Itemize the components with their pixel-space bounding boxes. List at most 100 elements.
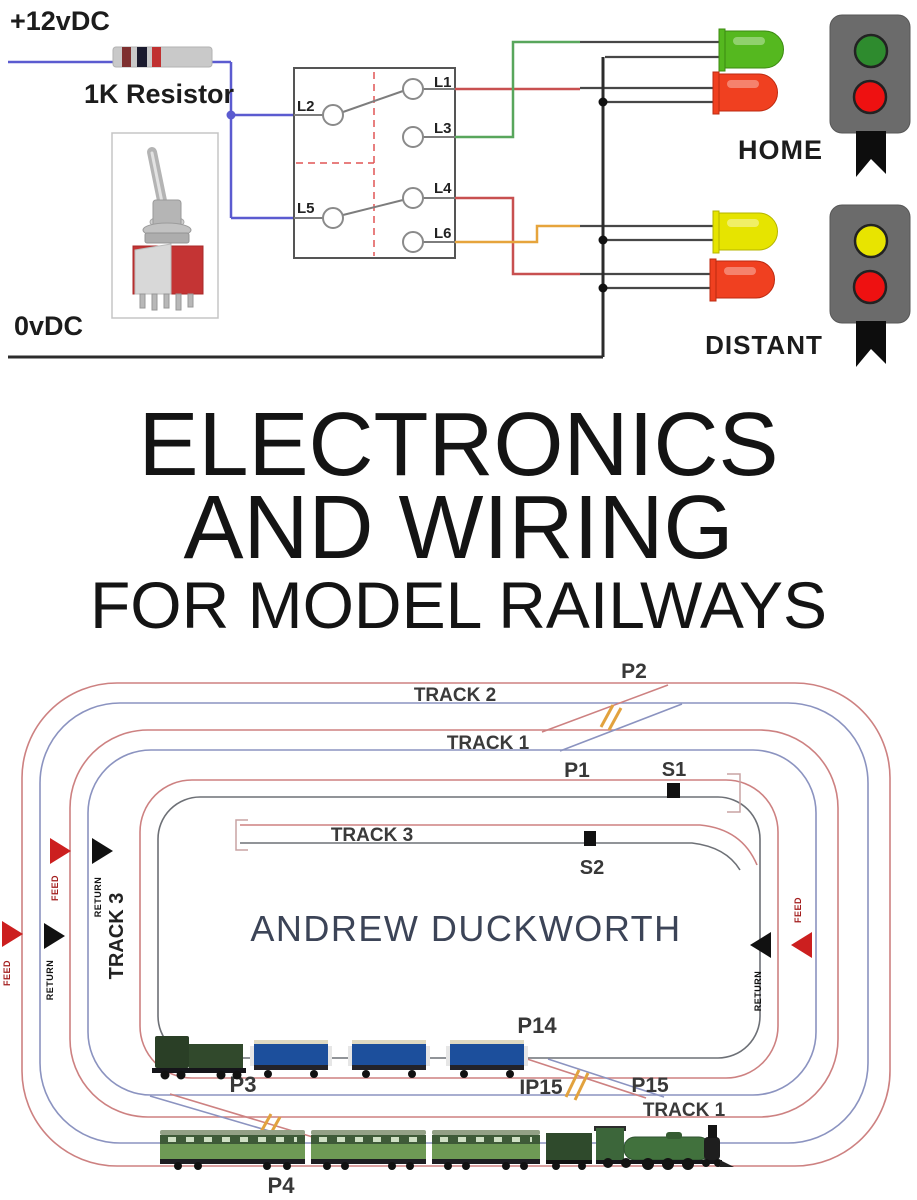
train-passenger <box>160 1125 734 1170</box>
terminal-label-l2: L2 <box>297 98 315 115</box>
crossover-ip15 <box>523 1057 665 1101</box>
common-return-bus <box>8 57 605 359</box>
toggle-switch-photo <box>111 132 219 319</box>
resistor-graphic <box>112 46 213 68</box>
distant-signal-ribbon <box>856 321 886 367</box>
distant-signal-label: DISTANT <box>705 330 823 360</box>
s1-label: S1 <box>662 759 686 781</box>
terminal-label-l5: L5 <box>297 200 315 217</box>
wire-l6-orange <box>455 224 580 244</box>
s1-switch-marker <box>667 783 680 798</box>
feed-label-left-edge: FEED <box>2 960 12 986</box>
track3-loop-inner-rail <box>157 796 761 1059</box>
distant-red-lamp <box>852 269 888 305</box>
steam-loco <box>594 1125 734 1170</box>
title-line-1: ELECTRONICS <box>138 395 779 495</box>
coach <box>311 1130 426 1170</box>
home-signal-label: HOME <box>738 135 823 165</box>
feed-arrow-left-edge <box>2 921 23 947</box>
supply-voltage-label: +12vDC <box>10 6 110 36</box>
return-arrow-left-edge <box>44 923 65 949</box>
resistor-label: 1K Resistor <box>84 79 235 109</box>
diesel-loco-wheels <box>160 1070 242 1080</box>
led-yellow-distant <box>712 210 778 254</box>
p1-label: P1 <box>564 759 590 782</box>
blue-wagons <box>250 1040 528 1078</box>
blue-supply-wire <box>8 60 294 220</box>
track3-siding-label: TRACK 3 <box>331 825 413 846</box>
diesel-loco-chassis <box>152 1068 246 1073</box>
s2-label: S2 <box>580 857 604 879</box>
feed-label-left-outer: FEED <box>50 875 60 901</box>
diesel-loco-hood <box>189 1044 243 1068</box>
blue-junction-dot <box>226 110 236 120</box>
title-line-2: AND WIRING <box>183 478 734 578</box>
title-line-3: FOR MODEL RAILWAYS <box>89 568 828 642</box>
return-arrow-right <box>750 932 771 958</box>
track3-siding-buffer <box>235 819 248 851</box>
ip15-label: IP15 <box>519 1076 563 1099</box>
return-label-right: RETURN <box>753 971 763 1012</box>
p14-label: P14 <box>517 1013 557 1038</box>
home-red-lamp <box>852 79 888 115</box>
track1-loop-inner-rail <box>87 749 817 1096</box>
switch-nut <box>144 232 190 244</box>
diesel-loco-cab <box>155 1036 189 1068</box>
wiring-diagram <box>8 14 911 367</box>
home-green-lamp <box>853 33 889 69</box>
p2-label: P2 <box>621 660 647 683</box>
signal-head-home <box>829 14 911 177</box>
loco-front-buffer <box>720 1160 734 1167</box>
tender <box>546 1133 592 1170</box>
feed-label-right: FEED <box>793 897 803 923</box>
led-red-distant <box>709 258 775 302</box>
track1-bottom-label: TRACK 1 <box>643 1100 726 1121</box>
switch-terminal-circles <box>322 78 424 253</box>
wagon <box>446 1040 528 1078</box>
ground-voltage-label: 0vDC <box>14 311 84 341</box>
resistor-band-red <box>152 47 161 67</box>
insulated-joint-marks-p2 <box>599 704 623 731</box>
insulated-joint-marks-ip15 <box>564 1069 590 1101</box>
crossover-p2 <box>541 684 683 752</box>
return-label-left-edge: RETURN <box>45 960 55 1001</box>
terminal-label-l1: L1 <box>434 74 452 91</box>
switch-contact-wires <box>294 88 455 243</box>
wire-l3-green <box>455 40 580 139</box>
track3-siding-rail-b <box>240 842 741 871</box>
terminal-label-l6: L6 <box>434 225 452 242</box>
coach <box>432 1130 540 1170</box>
feed-arrow-left-outer <box>50 838 71 864</box>
terminal-label-l3: L3 <box>434 120 452 137</box>
terminal-label-l4: L4 <box>434 180 452 197</box>
track2-loop-inner-rail <box>39 702 869 1144</box>
track3-siding-rail-a <box>240 824 758 866</box>
author-name: ANDREW DUCKWORTH <box>250 908 681 949</box>
wagon <box>348 1040 430 1078</box>
switch-box-dashed-dividers <box>296 72 375 256</box>
switch-schematic-box <box>293 67 456 259</box>
track3-loop-outer-rail <box>139 779 779 1079</box>
track-plan: FEED RETURN FEED RETURN RETURN FEED TRAC… <box>2 660 891 1198</box>
p4-label: P4 <box>268 1173 296 1198</box>
track2-loop-outer-rail <box>21 682 891 1167</box>
track3-side-label: TRACK 3 <box>106 893 128 980</box>
track1-loop-outer-rail <box>69 729 839 1118</box>
distant-yellow-lamp <box>853 223 889 259</box>
led-red-home <box>712 71 778 115</box>
signal-head-distant <box>829 204 911 367</box>
feed-arrow-right <box>791 932 812 958</box>
p1-siding-buffer <box>727 773 741 813</box>
resistor-band-black <box>137 47 147 67</box>
wagon <box>250 1040 332 1078</box>
p15-label: P15 <box>631 1074 669 1097</box>
return-label-left-outer: RETURN <box>93 877 103 918</box>
switch-pins <box>139 293 194 311</box>
switch-body-face <box>134 243 172 295</box>
resistor-band-brown <box>122 47 131 67</box>
train-freight <box>152 1036 528 1080</box>
home-signal-ribbon <box>856 131 886 177</box>
coach <box>160 1130 305 1170</box>
track1-top-label: TRACK 1 <box>447 733 530 754</box>
return-arrow-left-outer <box>92 838 113 864</box>
